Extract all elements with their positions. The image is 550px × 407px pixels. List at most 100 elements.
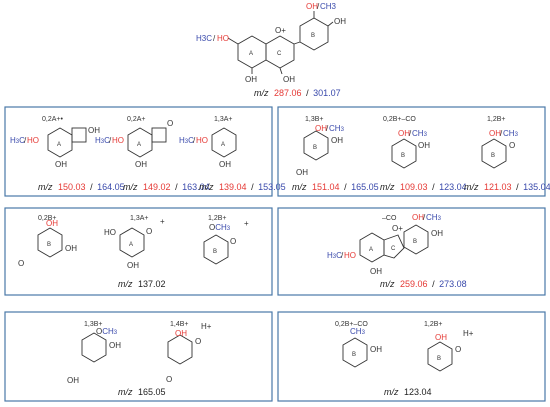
ring-label: A [221, 142, 225, 148]
ring-c-icon [383, 234, 405, 259]
top-mz-prefix: m/z [254, 88, 269, 98]
ring-b-icon [342, 337, 368, 368]
ion-label: –CO [382, 215, 397, 222]
ring-b-icon [403, 224, 429, 255]
mz-sep: / [344, 182, 347, 192]
ho-label: HO [112, 136, 124, 145]
mz-prefix: m/z [380, 182, 395, 192]
ring-b-icon [37, 227, 63, 258]
panel-5-content: 1,3B+ OCH3 OH OH 1,4B+ OH O H+ O m/z 165… [67, 321, 212, 397]
slash-label: / [341, 251, 344, 260]
mz-blue: 135.04 [523, 182, 550, 192]
ring-label: A [129, 242, 133, 248]
ring-icon [167, 334, 193, 365]
mz-red: 259.06 [400, 279, 428, 289]
ho-label: HO [104, 228, 116, 237]
panel-5-mz: m/z 165.05 [118, 387, 166, 397]
h3c-label: H3C [327, 251, 342, 260]
top-mz-sep: / [306, 88, 309, 98]
ion-label: 0,2B+ [38, 215, 57, 222]
oh-label: OH [331, 136, 343, 145]
ion-label: 1,2B+ [487, 116, 506, 123]
ring-label-b: B [413, 239, 417, 245]
bond-a-o [227, 37, 239, 45]
mz-blue: 165.05 [351, 182, 379, 192]
ion-label: 1,3A+ [214, 116, 233, 123]
ring-a-icon [211, 127, 237, 158]
h3c-label: H3C [196, 34, 212, 43]
oh-label: OH [46, 219, 58, 228]
oh-label: OH [219, 160, 231, 169]
ch3-label: CH3 [412, 129, 428, 138]
mz-blue: 163.04 [182, 182, 210, 192]
ring-label-c: C [277, 51, 282, 57]
o-label: O [455, 345, 461, 354]
oh-label: OH [435, 333, 447, 342]
mz-prefix: m/z [38, 182, 53, 192]
panel-3-mz: m/z 137.02 [118, 279, 166, 289]
oh-c-label: OH [283, 75, 295, 84]
mz-red: 139.04 [219, 182, 247, 192]
ring-b-icon [427, 341, 453, 372]
ring-label-a: A [249, 51, 253, 57]
oh-label: OH [135, 160, 147, 169]
panel-3-content: 0,2B+ B OH O OH 1,3A+ A HO O + OH 1,2B+ … [18, 215, 249, 289]
ring-label-a: A [369, 247, 373, 253]
oh-label: OH [65, 244, 77, 253]
ion-label: 1,4B+ [170, 321, 189, 328]
ch3-label: CH3 [503, 129, 519, 138]
mz-red: 149.02 [143, 182, 171, 192]
o-label: O [146, 227, 152, 236]
o-label: O [230, 237, 236, 246]
slash-label: / [423, 213, 426, 222]
panel-4-content: –CO A C B OH / CH3 OH H3C / HO OH O+ m/z… [327, 213, 467, 289]
panel-2-content: 1,3B+ B OH / CH3 OH OH 0,2B+–CO B OH / C… [292, 116, 550, 192]
mz-red: 151.04 [312, 182, 340, 192]
o-label: O [195, 337, 201, 346]
ho-label: HO [27, 136, 39, 145]
parent-structure: A C B H3C / HO O+ OH / CH3 OH OH OH m/z … [196, 2, 346, 98]
oh-label: OH [398, 129, 410, 138]
mz-red: 109.03 [400, 182, 428, 192]
ion-label: 1,3A+ [130, 215, 149, 222]
panel-2-mz-3: m/z 121.03 / 135.04 [464, 182, 550, 192]
panel-2-mz-2: m/z 109.03 / 123.04 [380, 182, 467, 192]
ring-label: B [437, 356, 441, 362]
oh-label: OH [418, 141, 430, 150]
slash-label: / [213, 34, 216, 43]
mz-value: 137.02 [138, 279, 166, 289]
ch3-label: CH3 [426, 213, 442, 222]
mz-prefix: m/z [292, 182, 307, 192]
oh-label: OH [55, 160, 67, 169]
mz-prefix: m/z [118, 279, 133, 289]
cyclobutene-icon [71, 127, 87, 143]
panel-co-loss [277, 207, 546, 296]
oh-label: OH [412, 213, 424, 222]
charge-label: + [244, 219, 249, 228]
bond-c-oh [279, 67, 283, 75]
proton-label: H+ [463, 329, 474, 338]
och3-label: OCH3 [96, 327, 118, 336]
ho-label: HO [196, 136, 208, 145]
ring-a-icon [127, 127, 153, 158]
ion-label: 1,2B+ [424, 321, 443, 328]
ch3-label: CH3 [350, 327, 366, 336]
ring-label: B [313, 145, 317, 151]
ion-label: 1,2B+ [208, 215, 227, 222]
h3c-label: H3C [10, 136, 25, 145]
ring-c-shape [265, 35, 295, 69]
oh-a-label: OH [245, 75, 257, 84]
panel-4-mz: m/z 259.06 / 273.08 [380, 279, 467, 289]
h3c-label: H3C [179, 136, 194, 145]
ring-label: B [352, 352, 356, 358]
oh-b-label: OH [334, 17, 346, 26]
slash-label: / [193, 136, 196, 145]
ion-label: 1,3B+ [305, 116, 324, 123]
mz-prefix: m/z [384, 387, 399, 397]
oh-label: OH [175, 329, 187, 338]
mz-blue: 153.05 [258, 182, 286, 192]
ring-label-c: C [391, 246, 396, 252]
ring-a-icon [119, 227, 145, 258]
oh-label: OH [370, 267, 382, 276]
